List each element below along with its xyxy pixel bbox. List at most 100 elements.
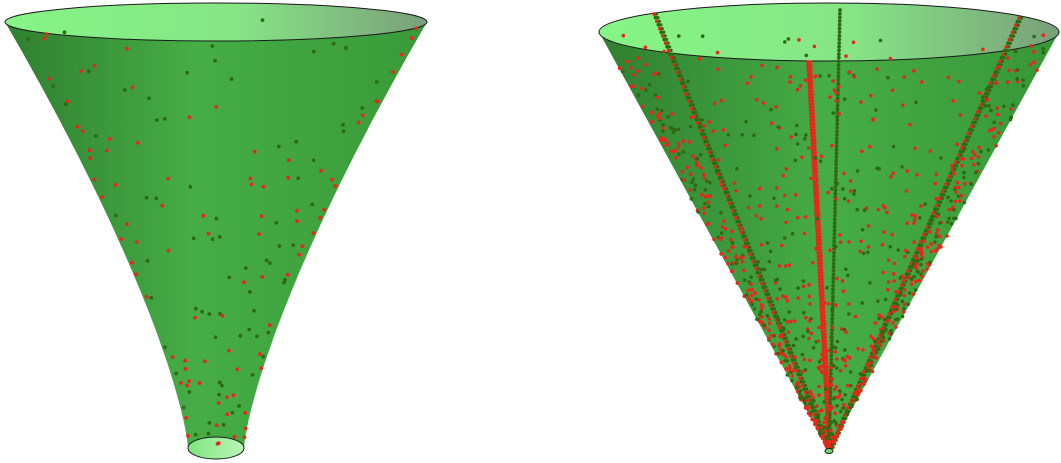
curve-point — [704, 136, 708, 140]
curve-point — [807, 89, 812, 94]
sample-point — [787, 263, 792, 267]
sample-point — [703, 188, 708, 192]
curve-point — [748, 252, 753, 257]
sample-point — [259, 214, 264, 219]
sample-point — [912, 274, 916, 279]
sample-point — [719, 210, 723, 215]
sample-point — [762, 323, 767, 328]
sample-point — [992, 120, 996, 125]
curve-point — [816, 199, 820, 203]
curve-point — [812, 131, 817, 135]
sample-point — [719, 98, 724, 103]
sample-point — [842, 420, 846, 424]
curve-point — [991, 73, 996, 78]
sample-point — [995, 112, 1000, 117]
curve-point — [758, 277, 763, 282]
sample-point — [822, 301, 827, 305]
curve-point — [764, 292, 769, 297]
sample-point — [759, 303, 764, 307]
curve-point — [813, 151, 818, 155]
sample-point — [796, 286, 800, 290]
curve-point — [823, 374, 827, 379]
curve-point — [746, 241, 751, 245]
curve-point — [784, 336, 788, 340]
sample-point — [160, 203, 165, 208]
curve-point — [760, 281, 764, 286]
sample-point — [814, 246, 818, 251]
curve-point — [953, 167, 957, 172]
curve-point — [1018, 20, 1022, 24]
sample-point — [119, 237, 124, 241]
sample-point — [80, 129, 85, 134]
sample-point — [661, 129, 665, 134]
sample-point — [712, 237, 716, 242]
curve-point — [835, 122, 840, 126]
sample-point — [708, 194, 713, 198]
sample-point — [902, 288, 907, 292]
sample-point — [887, 318, 891, 323]
sample-point — [958, 113, 963, 117]
curve-point — [774, 311, 778, 315]
curve-point — [822, 355, 826, 359]
curve-point — [751, 252, 755, 256]
sample-point — [343, 46, 348, 50]
curve-point — [820, 274, 824, 278]
curve-point — [925, 225, 930, 230]
curve-point — [813, 196, 818, 201]
sample-point — [874, 108, 878, 112]
sample-point — [902, 302, 907, 306]
cone-top-rim — [598, 2, 1060, 62]
curve-point — [685, 88, 689, 93]
curve-point — [967, 135, 971, 139]
curve-point — [1016, 23, 1020, 27]
curve-point — [836, 66, 841, 71]
sample-point — [259, 366, 264, 371]
curve-point — [759, 274, 764, 278]
sample-point — [644, 62, 648, 67]
curve-point — [666, 48, 671, 53]
sample-point — [295, 219, 299, 224]
curve-point — [895, 293, 899, 298]
sample-point — [885, 287, 890, 292]
curve-point — [679, 81, 684, 86]
curve-point — [816, 209, 821, 213]
sample-point — [183, 366, 188, 371]
sample-point — [912, 221, 916, 225]
curve-point — [823, 381, 828, 385]
sample-point — [847, 70, 852, 74]
sample-point — [780, 334, 784, 339]
sample-point — [260, 18, 265, 22]
sample-point — [960, 163, 964, 168]
curve-point — [838, 8, 842, 12]
sample-point — [896, 248, 901, 252]
curve-point — [988, 88, 992, 92]
curve-point — [797, 369, 802, 373]
sample-point — [716, 235, 720, 239]
curve-point — [820, 332, 825, 337]
curve-point — [735, 212, 739, 216]
curve-point — [1004, 52, 1008, 56]
sample-point — [260, 275, 265, 279]
curve-point — [947, 182, 951, 186]
sample-point — [835, 339, 840, 344]
sample-point — [914, 262, 919, 267]
curve-point — [829, 360, 834, 365]
sample-point — [976, 155, 981, 159]
curve-point — [749, 249, 753, 253]
sample-point — [875, 67, 879, 71]
curve-point — [861, 369, 866, 374]
curve-point — [836, 63, 841, 67]
curve-point — [823, 384, 828, 389]
sample-point — [673, 128, 678, 132]
curve-point — [831, 272, 836, 277]
curve-point — [887, 312, 892, 316]
sample-point — [804, 133, 808, 137]
curve-point — [657, 19, 662, 23]
curve-point — [936, 200, 941, 204]
sample-point — [915, 256, 919, 261]
sample-point — [673, 148, 677, 153]
sample-point — [726, 133, 730, 137]
sample-point — [166, 176, 171, 181]
curve-point — [807, 79, 811, 84]
curve-point — [698, 121, 702, 125]
